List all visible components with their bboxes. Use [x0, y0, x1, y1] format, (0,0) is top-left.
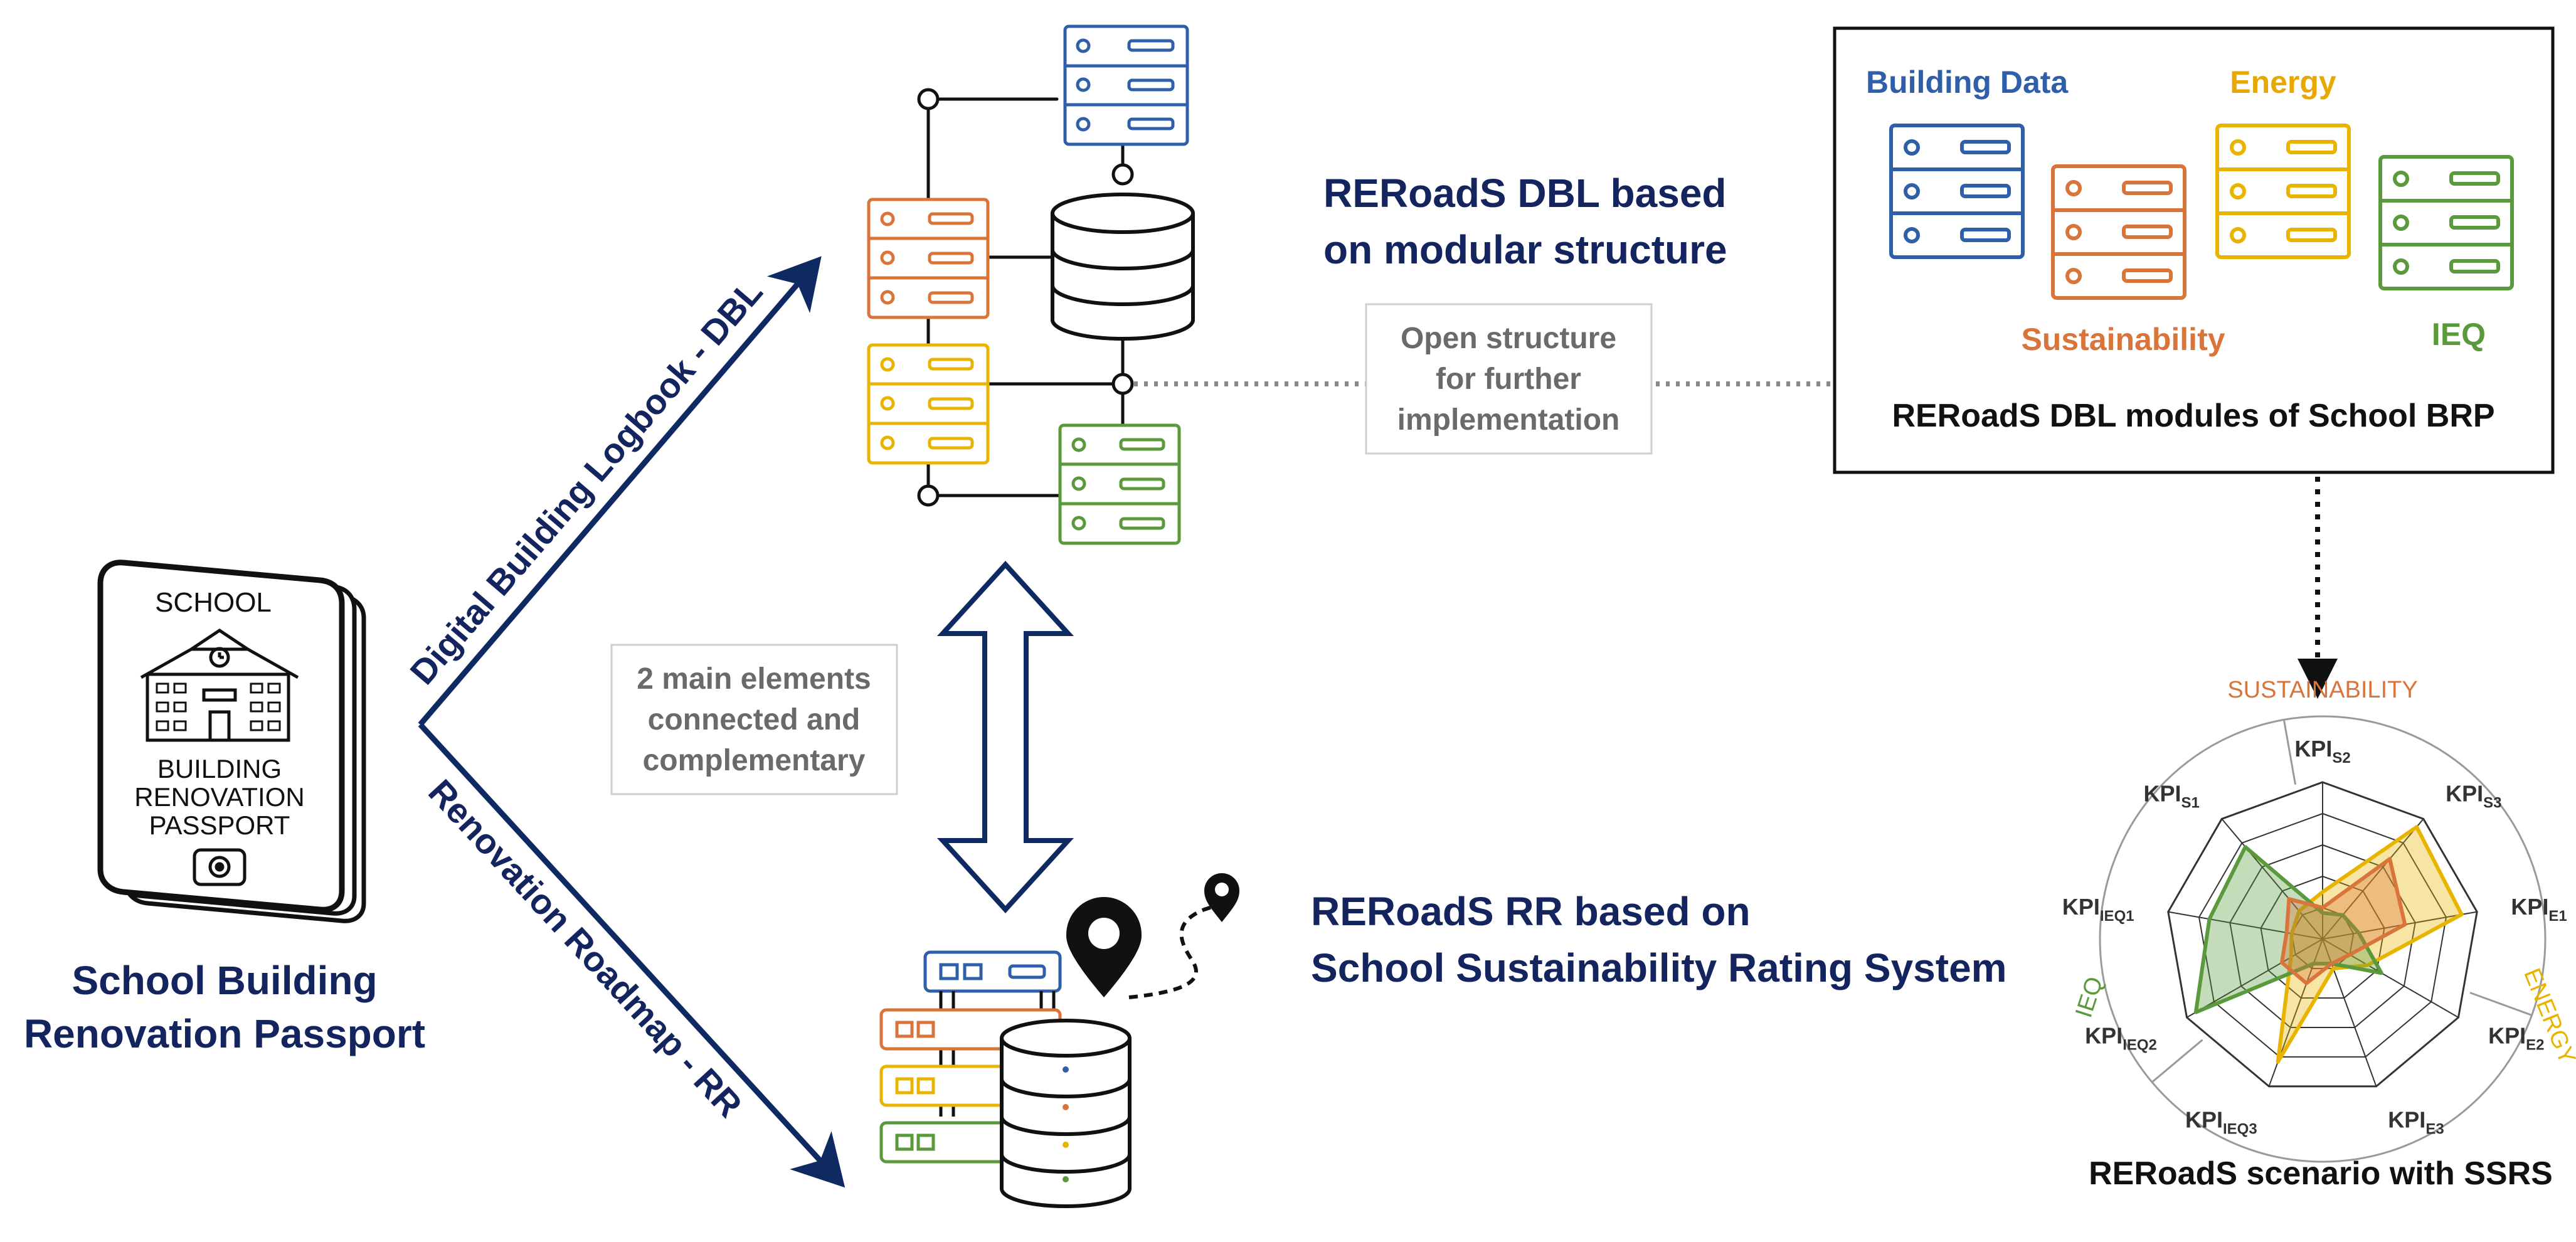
- database-icon: [1051, 193, 1195, 341]
- radar-series-polygon: [2280, 857, 2407, 985]
- radar-sector-divider: [2282, 719, 2297, 785]
- radar-grid-ring: [2198, 812, 2447, 1058]
- passport-line1: BUILDING: [157, 754, 282, 783]
- radar-axis-label: KPIS2: [2294, 736, 2350, 767]
- passport-line3: PASSPORT: [149, 810, 290, 840]
- passport-caption-line1: School Building: [72, 958, 377, 1003]
- building-data-server-icon: [1889, 124, 2025, 259]
- branch-arrows: [418, 256, 845, 1188]
- passport-chip-icon: [193, 848, 246, 886]
- map-pin-icon: [1066, 873, 1239, 999]
- dbl-modular-structure: [867, 24, 1195, 545]
- radar-category-label: SUSTAINABILITY: [2227, 677, 2417, 703]
- rr-title-line1: RERoadS RR based on: [1311, 889, 1751, 934]
- radar-grid-ring: [2260, 875, 2385, 999]
- radar-axis-label: KPIIEQ2: [2085, 1023, 2157, 1054]
- connector-note-line2: connected and: [648, 703, 861, 736]
- radar-axis-label: KPIE3: [2388, 1107, 2444, 1138]
- open-note-line3: implementation: [1397, 403, 1620, 437]
- passport-school-label: SCHOOL: [155, 587, 272, 618]
- radar-spoke: [2322, 818, 2424, 940]
- radar-grid-ring: [2167, 781, 2478, 1088]
- energy-server-icon: [2215, 124, 2351, 259]
- modules-box: Building Data Energy Sustainability IEQ: [1833, 26, 2555, 474]
- radar-spoke: [2186, 938, 2323, 1018]
- passport-line2: RENOVATION: [134, 782, 304, 812]
- radar-outer-ring: [2099, 715, 2547, 1163]
- radar-axis-label: KPIE2: [2488, 1023, 2544, 1054]
- green-server-icon: [1058, 423, 1181, 545]
- open-note-line1: Open structure: [1401, 322, 1616, 355]
- radar-axis-label: KPIS3: [2446, 780, 2501, 811]
- radar-caption: RERoadS scenario with SSRS: [2089, 1155, 2553, 1192]
- modules-caption: RERoadS DBL modules of School BRP: [1892, 398, 2494, 434]
- school-building-icon: [140, 628, 299, 742]
- dbl-branch-label: Digital Building Logbook - DBL: [402, 272, 770, 692]
- module-label-building-data: Building Data: [1866, 65, 2069, 100]
- connector-note: 2 main elements connected and complement…: [610, 644, 898, 795]
- dbl-title-line1: RERoadS DBL based: [1323, 171, 1727, 216]
- passport-caption-line2: Renovation Passport: [24, 1011, 425, 1056]
- blue-server-icon: [1063, 24, 1189, 146]
- dbl-title-line2: on modular structure: [1323, 227, 1727, 272]
- radar-axis-label: KPIIEQ3: [2185, 1107, 2257, 1138]
- radar-sector-divider: [2469, 992, 2533, 1016]
- open-note-line2: for further: [1436, 363, 1581, 396]
- sustainability-server-icon: [2051, 164, 2186, 300]
- bidirectional-arrow-icon: [936, 561, 1074, 913]
- radar-axis-label: KPIE1: [2511, 894, 2567, 925]
- radar-sector-divider: [2151, 1039, 2203, 1083]
- passport-book-icon: SCHOOL BUILDING RENOVATION PASSPORT: [97, 560, 366, 923]
- connector-note-line1: 2 main elements: [637, 662, 871, 696]
- radar-category-label: IEQ: [2070, 974, 2108, 1021]
- rr-branch-label: Renovation Roadmap - RR: [421, 772, 750, 1125]
- open-structure-note: Open structure for further implementatio…: [1365, 303, 1653, 455]
- connector-note-line3: complementary: [643, 744, 866, 777]
- radar-spoke: [2322, 938, 2459, 1018]
- module-label-sustainability: Sustainability: [2021, 322, 2225, 357]
- radar-axis-label: KPIS1: [2144, 780, 2200, 811]
- radar-spoke: [2221, 818, 2323, 940]
- rr-database-stack-icon: [879, 950, 1132, 1208]
- module-label-ieq: IEQ: [2432, 317, 2486, 352]
- orange-server-icon: [867, 198, 990, 319]
- yellow-server-icon: [867, 343, 990, 465]
- radar-axis-label: KPIIEQ1: [2062, 894, 2134, 925]
- module-label-energy: Energy: [2230, 65, 2336, 100]
- rr-title-line2: School Sustainability Rating System: [1311, 945, 2007, 990]
- ieq-server-icon: [2378, 155, 2514, 290]
- radar-spoke: [2168, 911, 2323, 940]
